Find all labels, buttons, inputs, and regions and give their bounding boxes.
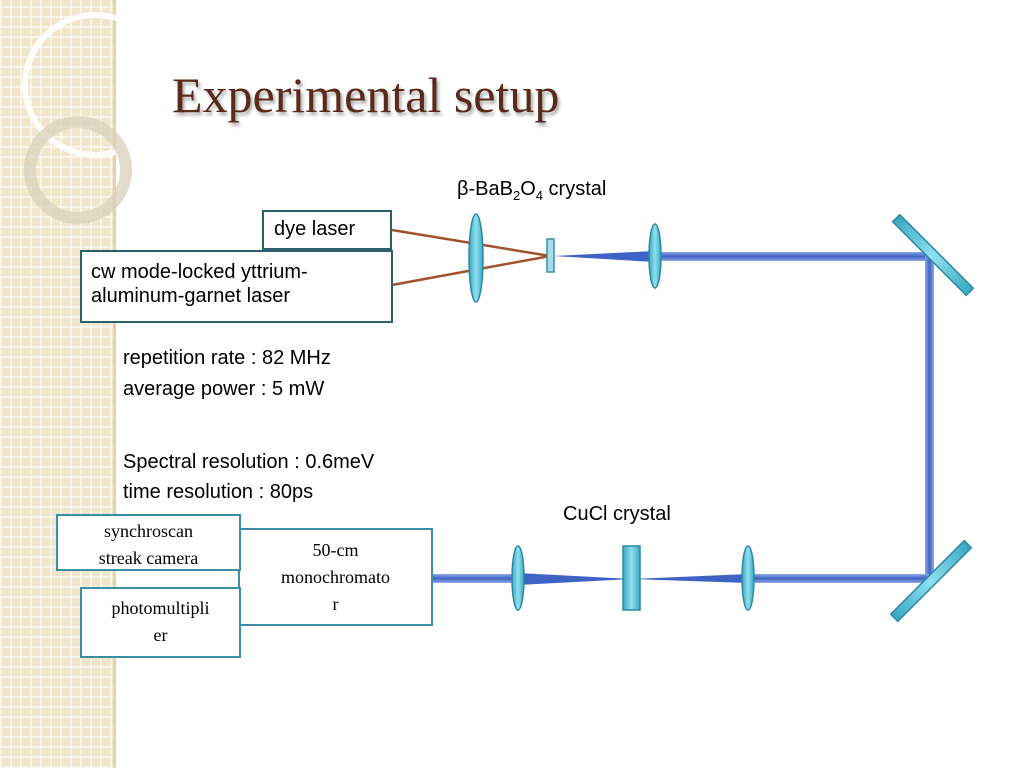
streak-camera-label-line2: streak camera <box>98 548 199 568</box>
streak-camera-label-line1: synchroscan <box>104 521 193 541</box>
bbo-label-prefix: β-BaB <box>457 178 513 200</box>
cucl-crystal-label: CuCl crystal <box>563 503 671 525</box>
sidebar-edge <box>113 0 116 768</box>
lens-bottom-left <box>511 545 525 611</box>
yag-laser-box: cw mode-locked yttrium- aluminum-garnet … <box>80 250 393 323</box>
cucl-crystal <box>622 545 641 611</box>
bbo-label-sub1: 2 <box>512 188 521 203</box>
lens-top-output <box>648 223 662 289</box>
dye-laser-label: dye laser <box>274 218 356 240</box>
photomultiplier-box: photomultipli er <box>80 587 241 658</box>
dye-laser-box: dye laser <box>262 210 392 250</box>
bbo-label-sub2: 4 <box>535 188 543 203</box>
beam-top-converging <box>553 251 655 262</box>
page-title: Experimental setup <box>172 67 560 123</box>
mirror-bottom <box>889 539 973 623</box>
monochromator-label-line3: r <box>332 594 339 614</box>
repetition-rate-text: repetition rate : 82 MHz <box>123 347 331 369</box>
bbo-label-suffix: crystal <box>543 178 607 200</box>
yag-laser-label-line2: aluminum-garnet laser <box>91 285 290 307</box>
beam-bottom-left <box>432 574 520 583</box>
decor-circle-small <box>24 116 132 224</box>
beam-bottom-focus-right <box>632 574 748 583</box>
spectral-resolution-text: Spectral resolution : 0.6meV <box>123 451 375 473</box>
beam-bottom-focus-left <box>518 573 632 585</box>
lens-input <box>468 213 484 303</box>
bbo-crystal <box>546 238 555 273</box>
beam-top <box>655 252 930 261</box>
yag-laser-label-line1: cw mode-locked yttrium- <box>91 261 308 283</box>
average-power-text: average power : 5 mW <box>123 378 325 400</box>
photomultiplier-label-line1: photomultipli <box>111 598 210 618</box>
photomultiplier-label-line2: er <box>153 625 168 645</box>
monochromator-box: 50-cm monochromato r <box>238 528 433 626</box>
bbo-crystal-label: β-BaB2O4 crystal <box>457 178 606 203</box>
time-resolution-text: time resolution : 80ps <box>123 481 314 503</box>
beam-bottom-right <box>748 574 930 583</box>
lens-bottom-right <box>741 545 755 611</box>
beam-vertical <box>925 256 934 578</box>
monochromator-label-line2: monochromato <box>281 567 390 587</box>
monochromator-label-line1: 50-cm <box>312 540 359 560</box>
mirror-top <box>891 213 975 297</box>
streak-camera-box: synchroscan streak camera <box>56 514 241 571</box>
decor-circle-large <box>22 12 168 158</box>
bbo-label-mid: O <box>520 178 536 200</box>
